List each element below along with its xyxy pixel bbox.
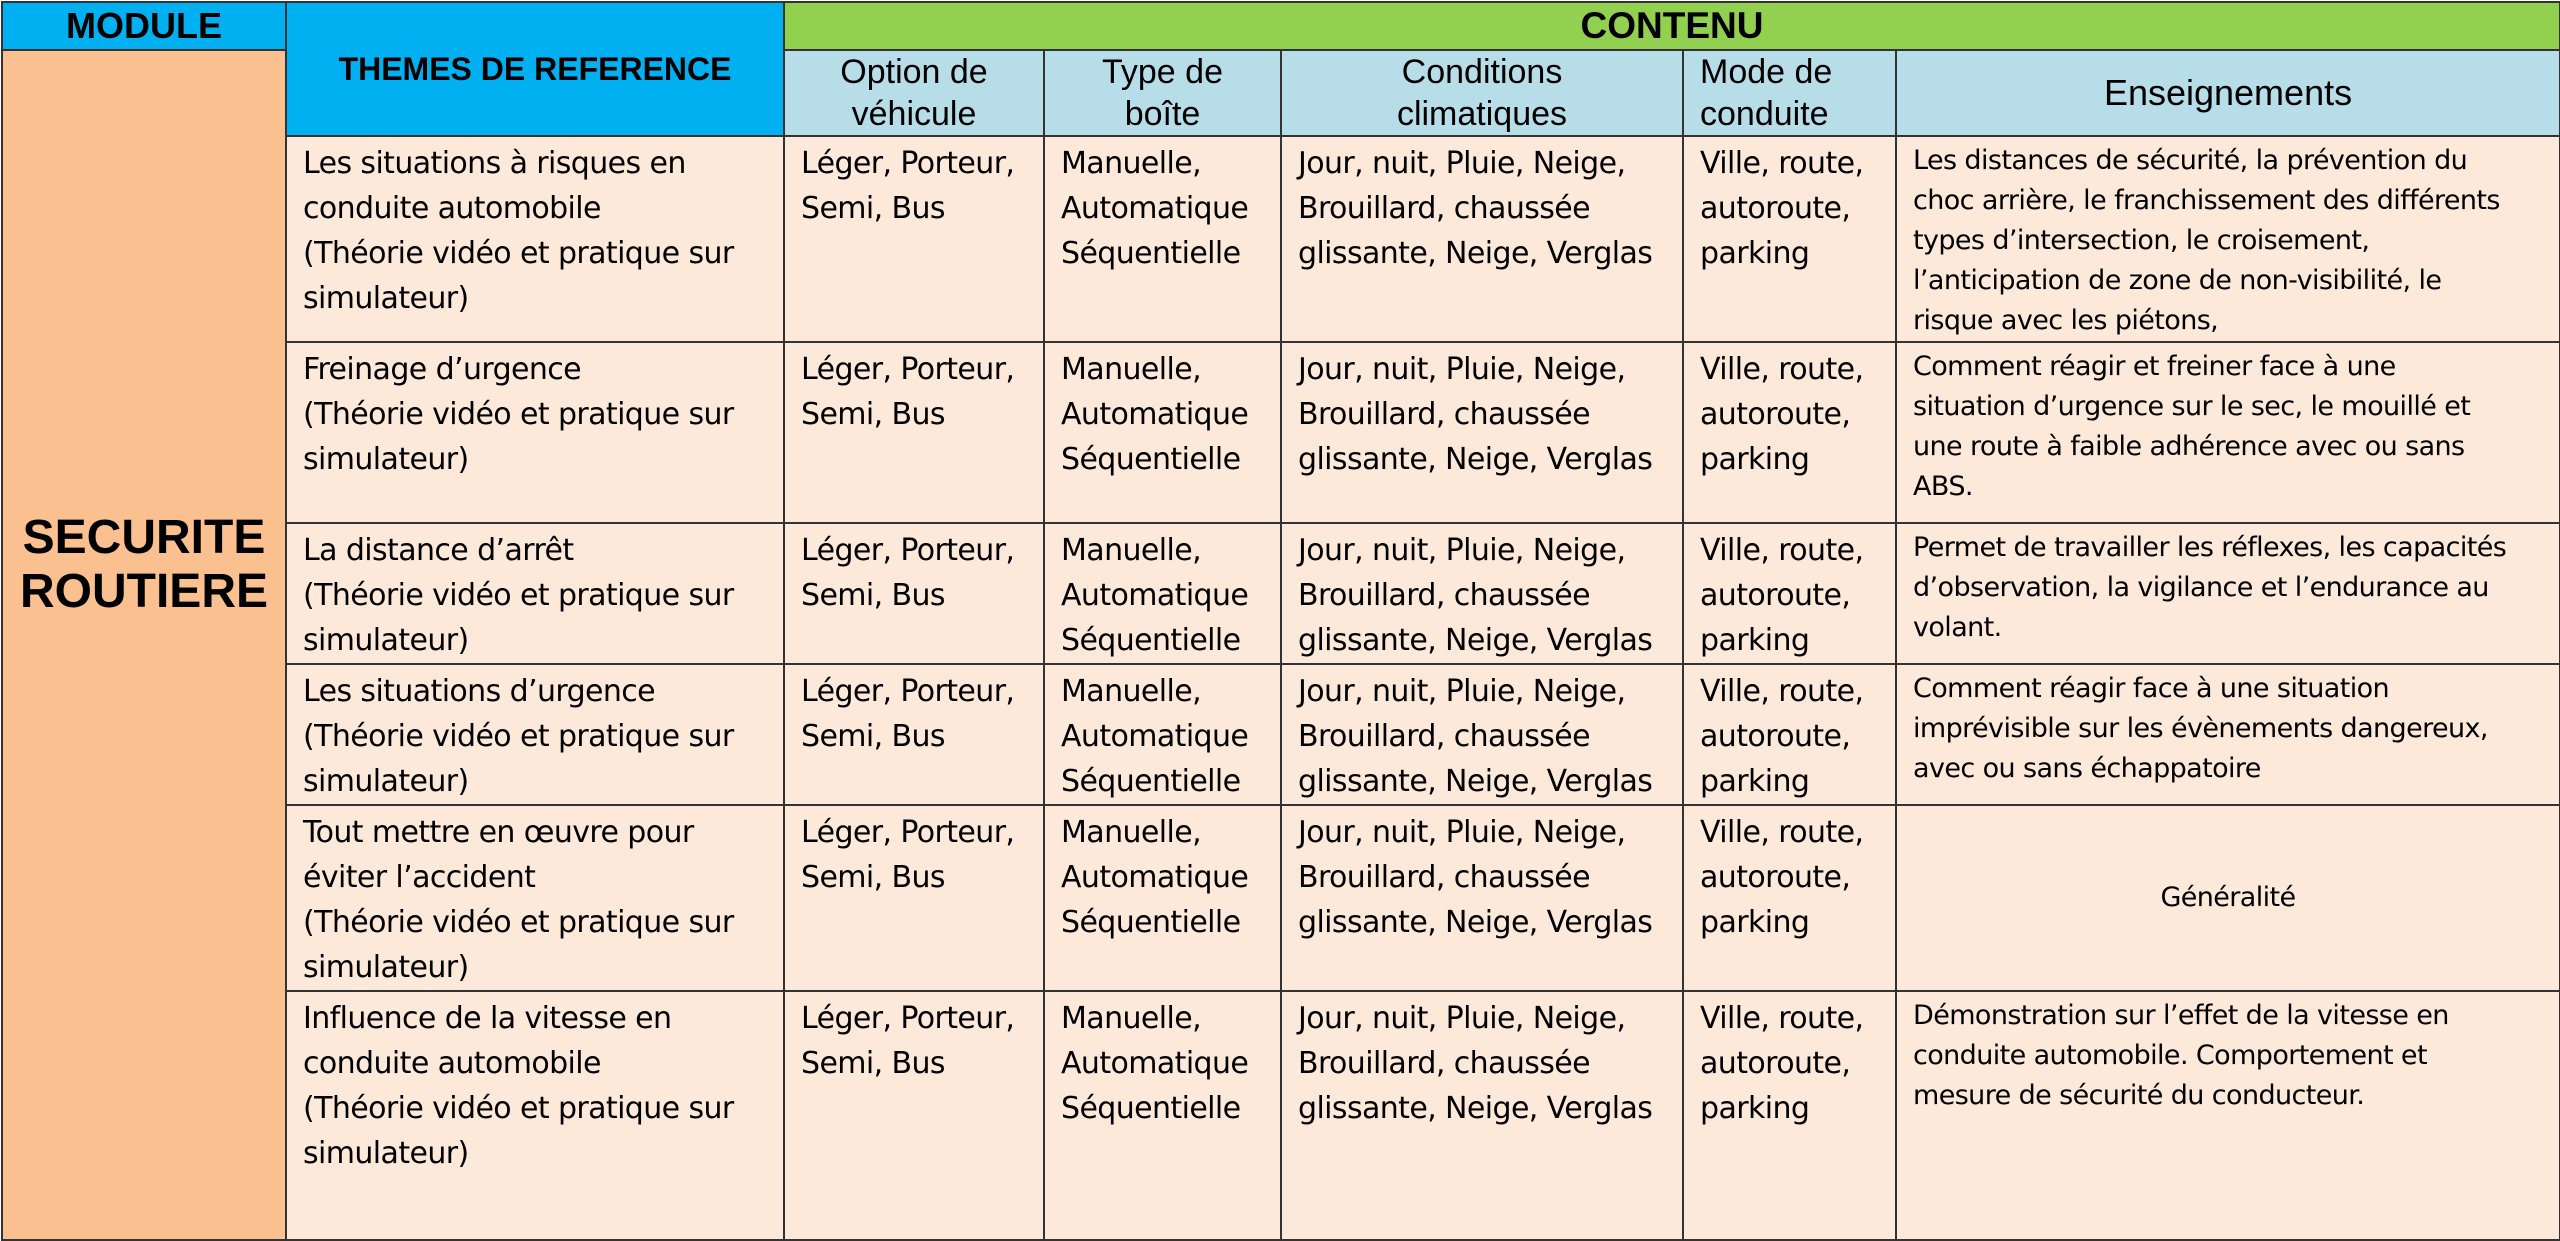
enseignements-cell: Permet de travailler les réflexes, les c…	[1894, 522, 2560, 665]
header-mode: Mode de conduite	[1682, 49, 1897, 137]
table-row: Tout mettre en œuvre pour éviter l’accid…	[2, 804, 2560, 992]
header-option: Option de véhicule	[783, 49, 1045, 137]
conditions-cell: Jour, nuit, Pluie, Neige, Brouillard, ch…	[1280, 663, 1684, 806]
theme-cell: Les situations à risques en conduite aut…	[285, 135, 785, 343]
header-contenu: CONTENU	[782, 1, 2560, 51]
option-cell: Léger, Porteur, Semi, Bus	[783, 135, 1045, 343]
table-row: Influence de la vitesse en conduite auto…	[2, 990, 2560, 1241]
mode-cell: Ville, route, autoroute, parking	[1682, 522, 1897, 665]
theme-cell: Freinage d’urgence (Théorie vidéo et pra…	[285, 341, 785, 524]
conditions-cell: Jour, nuit, Pluie, Neige, Brouillard, ch…	[1280, 341, 1684, 524]
mode-cell: Ville, route, autoroute, parking	[1682, 135, 1897, 343]
module-name: SECURITE ROUTIERE	[1, 49, 287, 1241]
mode-cell: Ville, route, autoroute, parking	[1682, 990, 1897, 1241]
conditions-cell: Jour, nuit, Pluie, Neige, Brouillard, ch…	[1280, 522, 1684, 665]
boite-cell: Manuelle, Automatique Séquentielle	[1043, 804, 1282, 992]
option-cell: Léger, Porteur, Semi, Bus	[783, 663, 1045, 806]
table-row: La distance d’arrêt (Théorie vidéo et pr…	[2, 522, 2560, 665]
enseignements-cell: Les distances de sécurité, la prévention…	[1894, 135, 2560, 343]
enseignements-cell: Comment réagir et freiner face à une sit…	[1894, 341, 2560, 524]
enseignements-cell: Comment réagir face à une situation impr…	[1894, 663, 2560, 806]
header-conditions: Conditions climatiques	[1280, 49, 1684, 137]
header-enseignements: Enseignements	[1894, 49, 2560, 137]
boite-cell: Manuelle, Automatique Séquentielle	[1043, 663, 1282, 806]
enseignements-cell: Démonstration sur l’effet de la vitesse …	[1894, 990, 2560, 1241]
header-module: MODULE	[1, 1, 287, 51]
conditions-cell: Jour, nuit, Pluie, Neige, Brouillard, ch…	[1280, 990, 1684, 1241]
table-row: Les situations d’urgence (Théorie vidéo …	[2, 663, 2560, 806]
boite-cell: Manuelle, Automatique Séquentielle	[1043, 341, 1282, 524]
option-cell: Léger, Porteur, Semi, Bus	[783, 522, 1045, 665]
conditions-cell: Jour, nuit, Pluie, Neige, Brouillard, ch…	[1280, 804, 1684, 992]
conditions-cell: Jour, nuit, Pluie, Neige, Brouillard, ch…	[1280, 135, 1684, 343]
header-themes: THEMES DE REFERENCE	[285, 1, 785, 137]
enseignements-cell: Généralité	[1894, 804, 2560, 992]
header-boite: Type de boîte	[1043, 49, 1282, 137]
mode-cell: Ville, route, autoroute, parking	[1682, 341, 1897, 524]
option-cell: Léger, Porteur, Semi, Bus	[783, 341, 1045, 524]
boite-cell: Manuelle, Automatique Séquentielle	[1043, 990, 1282, 1241]
option-cell: Léger, Porteur, Semi, Bus	[783, 990, 1045, 1241]
option-cell: Léger, Porteur, Semi, Bus	[783, 804, 1045, 992]
theme-cell: Tout mettre en œuvre pour éviter l’accid…	[285, 804, 785, 992]
theme-cell: Les situations d’urgence (Théorie vidéo …	[285, 663, 785, 806]
table-row: Les situations à risques en conduite aut…	[2, 135, 2560, 343]
boite-cell: Manuelle, Automatique Séquentielle	[1043, 135, 1282, 343]
mode-cell: Ville, route, autoroute, parking	[1682, 804, 1897, 992]
table-row: Freinage d’urgence (Théorie vidéo et pra…	[2, 341, 2560, 524]
theme-cell: La distance d’arrêt (Théorie vidéo et pr…	[285, 522, 785, 665]
mode-cell: Ville, route, autoroute, parking	[1682, 663, 1897, 806]
boite-cell: Manuelle, Automatique Séquentielle	[1043, 522, 1282, 665]
theme-cell: Influence de la vitesse en conduite auto…	[285, 990, 785, 1241]
